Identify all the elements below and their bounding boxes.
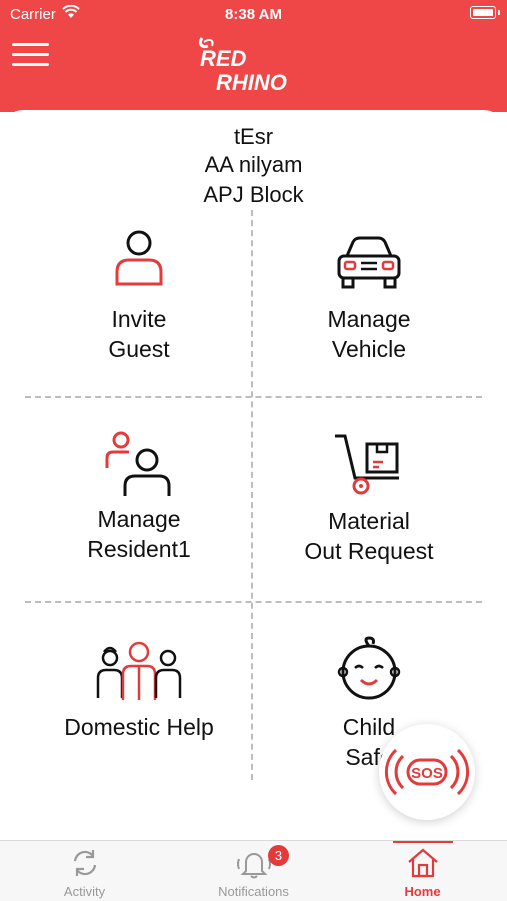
domestic-help-tile[interactable]: Domestic Help [24, 638, 254, 742]
manage-resident-label-1: Manage [97, 506, 181, 532]
car-icon [337, 236, 401, 289]
app-header [0, 0, 507, 112]
domestic-help-label: Domestic Help [64, 714, 214, 740]
person-icon [115, 230, 163, 286]
red-rhino-logo: RED RHINO [198, 37, 287, 94]
hand-truck-icon [335, 434, 399, 495]
manage-vehicle-tile[interactable]: Manage Vehicle [254, 232, 484, 364]
residents-icon [105, 431, 171, 496]
battery-tip [498, 10, 500, 15]
hamburger-menu-button[interactable] [12, 40, 52, 70]
bottom-tab-bar: Activity Notifications 3 Home [0, 840, 507, 901]
invite-guest-label-1: Invite [111, 306, 167, 332]
refresh-icon [73, 850, 97, 876]
child-safe-label-1: Child [342, 714, 396, 740]
grid-divider-horizontal [25, 601, 482, 603]
manage-resident-label-2: Resident1 [87, 536, 191, 562]
grid-divider-horizontal [25, 396, 482, 398]
wifi-icon [62, 5, 80, 18]
menu-bar-icon [12, 63, 49, 66]
domestic-help-icon [96, 641, 182, 700]
child-face-icon [337, 636, 401, 700]
society-name: AA nilyam [204, 152, 303, 177]
home-icon [408, 848, 438, 878]
sos-label: SOS [411, 765, 443, 782]
status-bar: Carrier 8:38 AM [0, 0, 507, 30]
tab-home[interactable]: Home [338, 841, 507, 901]
invite-guest-tile[interactable]: Invite Guest [24, 226, 254, 364]
material-out-label-2: Out Request [304, 538, 434, 564]
carrier-label: Carrier [10, 6, 56, 23]
material-out-label-1: Material [328, 508, 410, 534]
manage-vehicle-label-1: Manage [327, 306, 411, 332]
status-time: 8:38 AM [225, 6, 282, 23]
menu-bar-icon [12, 53, 49, 56]
tab-activity[interactable]: Activity [0, 841, 169, 901]
tab-notifications-label: Notifications [218, 884, 289, 899]
manage-resident-tile[interactable]: Manage Resident1 [24, 428, 254, 564]
sos-icon: SOS [384, 748, 470, 796]
material-out-request-tile[interactable]: Material Out Request [254, 432, 484, 566]
notification-count-badge: 3 [268, 845, 289, 866]
logo-text-rhino: RHINO [216, 70, 287, 94]
invite-guest-label-2: Guest [108, 336, 170, 362]
tab-home-label: Home [404, 884, 441, 899]
manage-vehicle-label-2: Vehicle [331, 336, 407, 362]
sos-button[interactable]: SOS [379, 724, 475, 820]
tab-notifications[interactable]: Notifications [169, 841, 338, 901]
logo-text-red: RED [200, 46, 247, 71]
tab-activity-label: Activity [63, 884, 106, 899]
active-tab-indicator [393, 841, 453, 843]
menu-bar-icon [12, 43, 49, 46]
grid-divider-vertical [251, 210, 253, 780]
battery-icon [470, 6, 496, 19]
user-name: tEsr [233, 124, 274, 149]
block-name: APJ Block [203, 182, 304, 207]
